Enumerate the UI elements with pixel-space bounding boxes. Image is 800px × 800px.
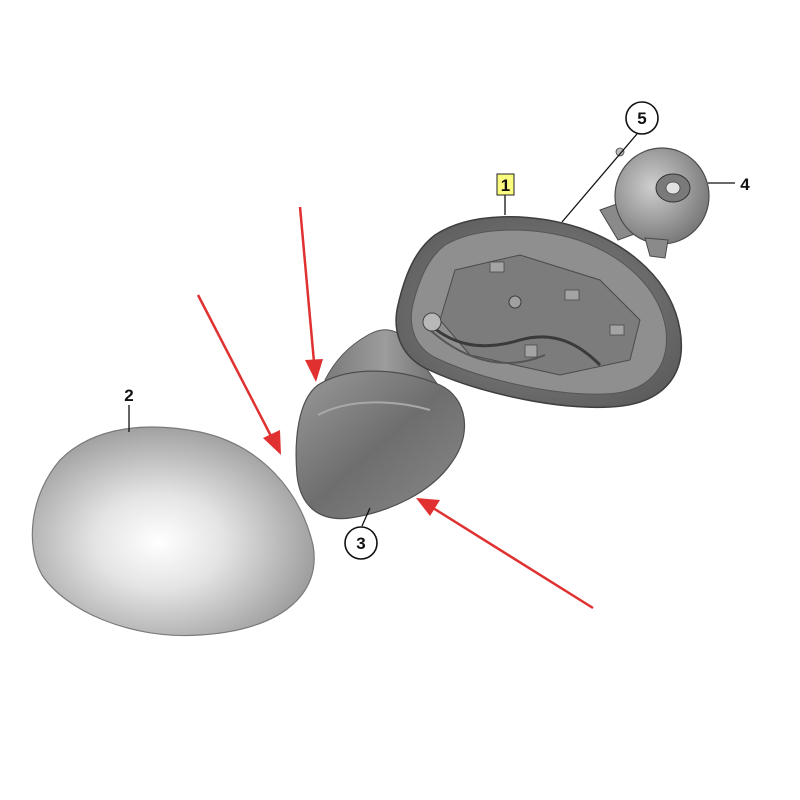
motor-center-pin [665, 181, 681, 195]
housing-pivot [508, 295, 522, 309]
motor-lower-tab [644, 237, 669, 259]
mirror-housing-part [395, 216, 683, 409]
callout-3-circle [344, 526, 378, 560]
red-arrow-2-head [305, 359, 323, 382]
red-arrow-1-shaft [196, 294, 274, 439]
housing-clip-a [489, 261, 505, 273]
callout-4-label: 4 [740, 175, 750, 194]
motor-screw [615, 147, 625, 157]
red-arrow-3-shaft [432, 506, 594, 610]
mirror-motor-part [599, 147, 710, 259]
housing-connector [422, 312, 442, 332]
leader-lines [128, 133, 735, 527]
mirror-base-crease [317, 401, 431, 416]
leader-line-5 [561, 133, 638, 223]
housing-wiring-2 [429, 329, 546, 364]
mirror-cap-shape [31, 426, 315, 637]
housing-clip-d [524, 344, 538, 358]
red-arrow-3-head [416, 498, 440, 516]
housing-wiring [423, 318, 602, 367]
callout-1-highlight [496, 173, 515, 196]
callout-3-label: 3 [356, 534, 365, 553]
callout-5-circle [625, 101, 659, 135]
leader-line-3 [361, 507, 371, 527]
red-arrow-2-shaft [298, 206, 316, 363]
mirror-cap-part [31, 426, 315, 637]
indicator-arrows [196, 206, 594, 610]
housing-clip-b [564, 289, 580, 301]
red-arrow-1-head [263, 430, 281, 455]
callout-5-label: 5 [637, 109, 646, 128]
callout-labels: 1 2 3 4 5 [124, 101, 750, 560]
callout-2-label: 2 [124, 386, 133, 405]
housing-clip-c [609, 324, 625, 336]
callout-1-label: 1 [501, 176, 510, 195]
mirror-base-shell [295, 370, 465, 520]
